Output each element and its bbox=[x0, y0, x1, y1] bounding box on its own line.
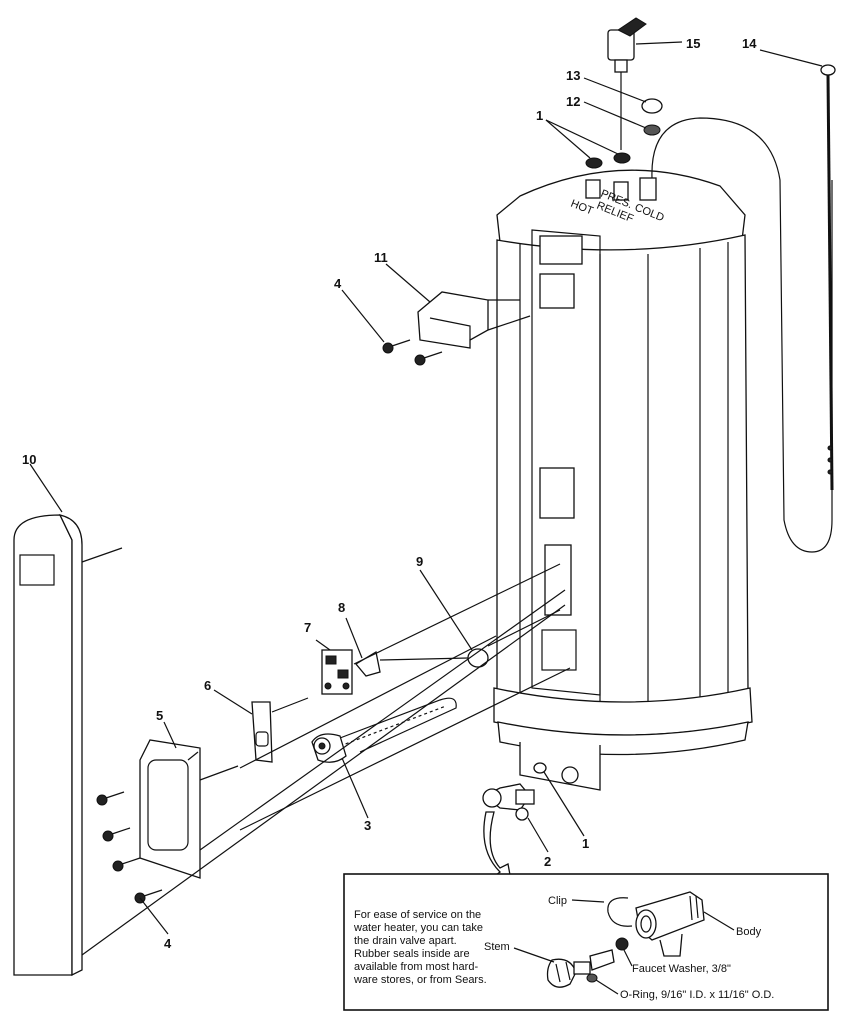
inset-clip bbox=[607, 897, 633, 927]
callout-5: 5 bbox=[156, 708, 163, 723]
cover-screws bbox=[96, 791, 163, 904]
inset-faucet-washer bbox=[615, 937, 629, 951]
callout-4-bottom: 4 bbox=[164, 936, 172, 951]
inset-faucet-washer-label: Faucet Washer, 3/8" bbox=[632, 963, 731, 975]
callout-1-top: 1 bbox=[536, 108, 543, 123]
screw-part-4-top bbox=[382, 339, 443, 366]
dip-tube-part bbox=[820, 64, 836, 491]
callout-numbers: 15 14 13 12 1 11 4 10 9 8 7 6 5 3 4 2 1 bbox=[22, 36, 757, 951]
callout-10: 10 bbox=[22, 452, 36, 467]
insulation-part bbox=[251, 697, 309, 763]
callout-13: 13 bbox=[566, 68, 580, 83]
dip-tube-loop bbox=[651, 117, 833, 553]
callout-12: 12 bbox=[566, 94, 580, 109]
washer-part-12 bbox=[643, 124, 661, 136]
inset-body-label: Body bbox=[736, 926, 762, 938]
washer-part-1-bottom bbox=[533, 762, 547, 774]
washer-part-1b bbox=[613, 152, 631, 164]
callout-9: 9 bbox=[416, 554, 423, 569]
callout-11: 11 bbox=[374, 250, 388, 265]
callout-7: 7 bbox=[304, 620, 311, 635]
drain-valve-inset: For ease of service on the water heater,… bbox=[343, 873, 829, 1011]
inset-o-ring bbox=[586, 973, 598, 983]
nipple-part-13 bbox=[641, 98, 663, 114]
inset-note-line-1: For ease of service on the bbox=[354, 909, 481, 921]
callout-1-bottom: 1 bbox=[582, 836, 589, 851]
water-heater-tank bbox=[493, 169, 753, 791]
inset-clip-label: Clip bbox=[548, 895, 567, 907]
inset-stem-label: Stem bbox=[484, 941, 510, 953]
callout-3: 3 bbox=[364, 818, 371, 833]
inset-note-line-3: the drain valve apart. bbox=[354, 935, 457, 947]
inset-note-line-6: ware stores, or from Sears. bbox=[353, 974, 487, 986]
inset-valve-body bbox=[635, 891, 705, 957]
callout-2: 2 bbox=[544, 854, 551, 869]
element-cover-part bbox=[139, 739, 239, 879]
assembly-lines bbox=[81, 563, 571, 956]
inset-note-line-2: water heater, you can take bbox=[353, 922, 483, 934]
heating-element-part bbox=[311, 697, 457, 763]
thermostat-part bbox=[321, 649, 353, 695]
washer-part-1a bbox=[585, 157, 603, 169]
leader-lines bbox=[29, 41, 823, 935]
bracket-part bbox=[417, 291, 531, 349]
thermostat-clip-part bbox=[355, 650, 381, 677]
callout-6: 6 bbox=[204, 678, 211, 693]
inset-o-ring-label: O-Ring, 9/16" I.D. x 11/16" O.D. bbox=[620, 989, 774, 1001]
inset-valve-stem bbox=[546, 949, 615, 988]
callout-15: 15 bbox=[686, 36, 700, 51]
callout-14: 14 bbox=[742, 36, 757, 51]
callout-8: 8 bbox=[338, 600, 345, 615]
drain-valve-part bbox=[482, 783, 535, 821]
front-cover-part bbox=[13, 514, 123, 977]
inset-note-line-5: available from most hard- bbox=[354, 961, 478, 973]
callout-4-top: 4 bbox=[334, 276, 342, 291]
relief-valve-part bbox=[607, 17, 647, 150]
inset-note-line-4: Rubber seals inside are bbox=[354, 948, 470, 960]
